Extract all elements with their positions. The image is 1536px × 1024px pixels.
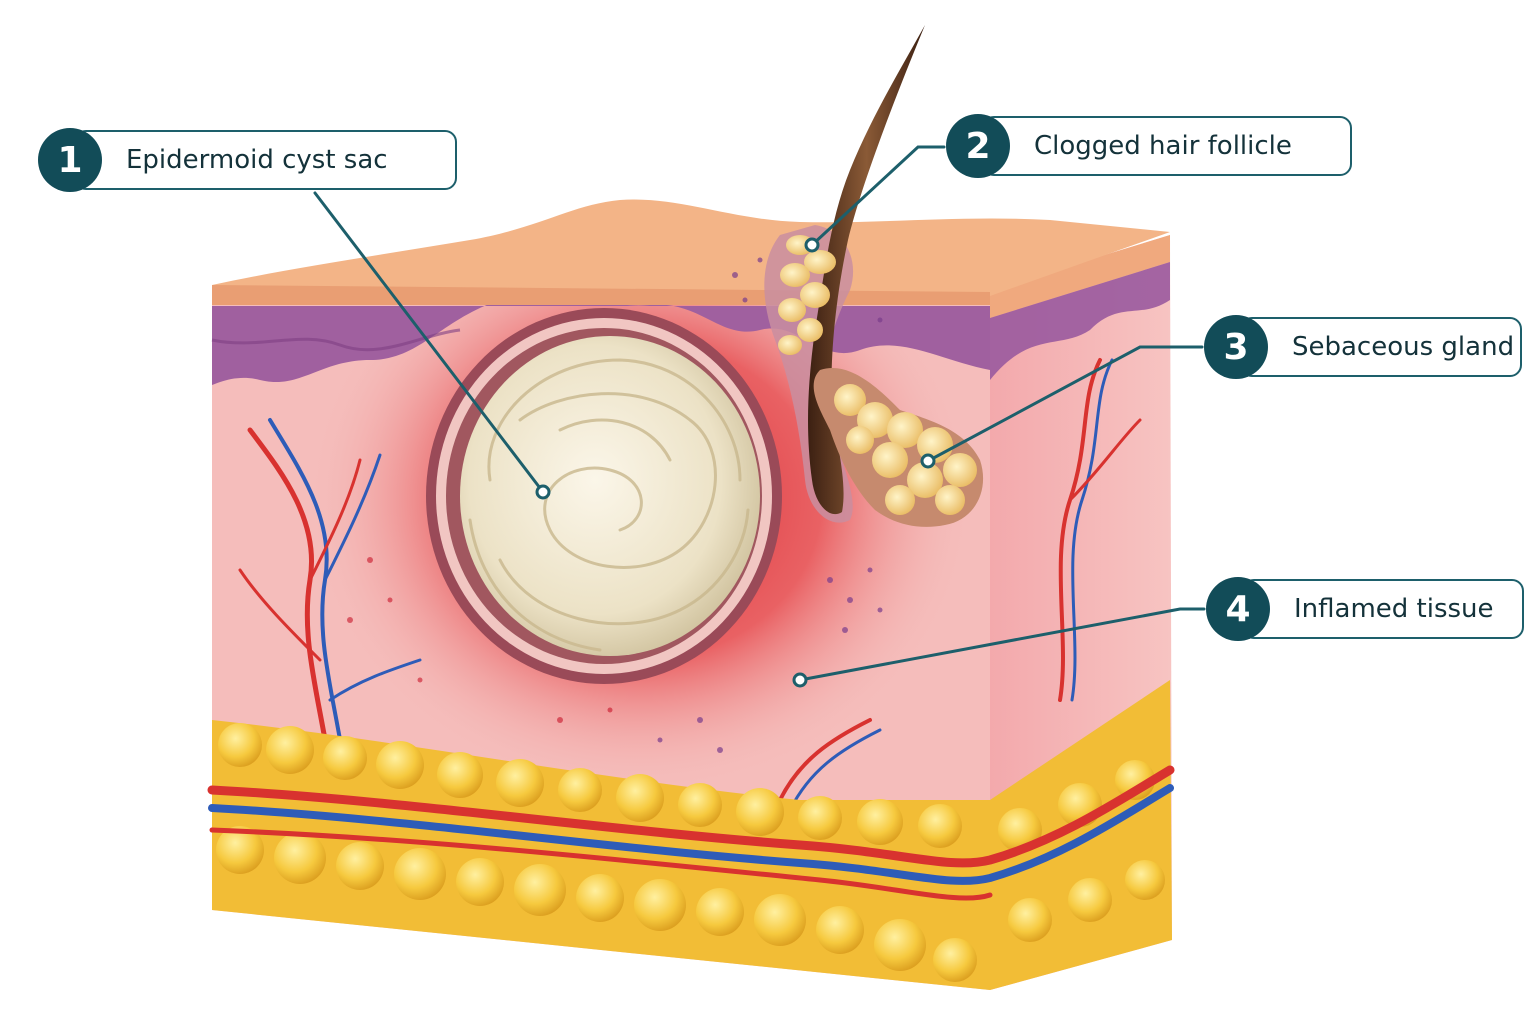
leader-dot-2 (804, 237, 820, 253)
callout-number-3: 3 (1204, 315, 1268, 379)
hair-follicle (764, 25, 925, 523)
leader-line-4 (798, 607, 1206, 682)
callout-label-1: Epidermoid cyst sac (74, 130, 457, 190)
side-epidermis (990, 235, 1170, 318)
dermis-vessels (238, 358, 1142, 812)
callout-label-4: Inflamed tissue (1242, 579, 1524, 639)
leader-dot-1 (535, 484, 551, 500)
leader-dots (535, 237, 936, 688)
callout-label-2: Clogged hair follicle (982, 116, 1352, 176)
leader-line-2 (810, 145, 946, 247)
leader-line-1 (313, 191, 545, 494)
blood-speckles (347, 557, 613, 723)
inflammation-speckles (657, 257, 883, 753)
epidermoid-cyst (426, 308, 782, 684)
callout-sebaceous-gland: 3 Sebaceous gland (1204, 315, 1522, 379)
leader-dot-3 (920, 453, 936, 469)
clogged-keratin-plug (778, 235, 836, 355)
basal-layer-texture (211, 328, 461, 352)
callout-epidermoid-cyst-sac: 1 Epidermoid cyst sac (38, 128, 457, 192)
callout-number-2: 2 (946, 114, 1010, 178)
fat-cells (216, 723, 1165, 982)
leader-dot-4 (792, 672, 808, 688)
side-basal-layer (990, 262, 1170, 380)
epidermis-top (212, 199, 1170, 300)
callout-number-1: 1 (38, 128, 102, 192)
callout-label-3: Sebaceous gland (1240, 317, 1522, 377)
callout-clogged-hair-follicle: 2 Clogged hair follicle (946, 114, 1352, 178)
leader-line-3 (926, 345, 1204, 463)
subcutaneous-vessels (207, 765, 1175, 901)
leader-lines (313, 145, 1206, 682)
callout-number-4: 4 (1206, 577, 1270, 641)
callout-inflamed-tissue: 4 Inflamed tissue (1206, 577, 1524, 641)
